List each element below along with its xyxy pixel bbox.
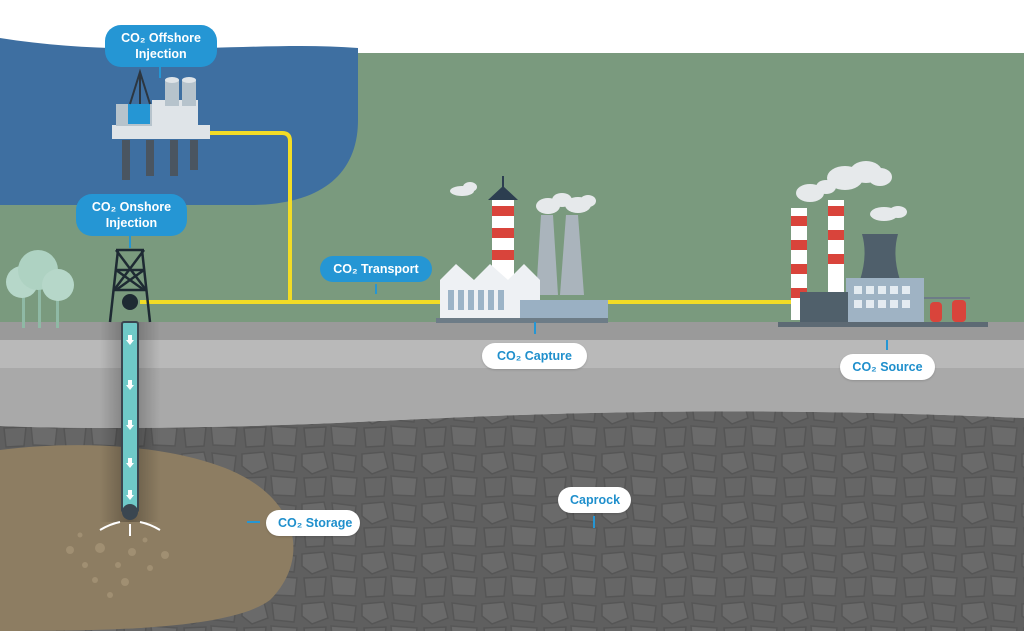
trees	[6, 250, 74, 328]
subsoil-layer-2	[0, 368, 1024, 428]
offshore-platform	[112, 68, 210, 180]
caprock-label: Caprock	[558, 487, 631, 513]
capture-label: CO₂ Capture	[482, 343, 587, 369]
well-flow-arrows	[126, 335, 134, 500]
capture-plant	[436, 176, 608, 323]
source-power-plant	[778, 200, 988, 327]
onshore-injection-label: CO₂ Onshore Injection	[76, 194, 187, 236]
onshore-label-line1: CO₂ Onshore	[91, 200, 172, 214]
transport-label: CO₂ Transport	[320, 256, 432, 282]
offshore-label-line1: CO₂ Offshore	[121, 31, 201, 45]
source-label: CO₂ Source	[840, 354, 935, 380]
wellhead	[122, 294, 138, 310]
clouds	[450, 161, 907, 221]
offshore-label-line2: Injection	[135, 47, 187, 61]
storage-label: CO₂ Storage	[266, 510, 360, 536]
onshore-label-line2: Injection	[105, 216, 158, 230]
co2-bubbles	[66, 532, 169, 598]
dispersal-arrows	[99, 521, 161, 536]
injection-well	[121, 321, 139, 513]
topsoil-layer	[0, 322, 1024, 344]
onshore-derrick	[108, 248, 152, 323]
well-bottom	[122, 504, 138, 520]
label-leaders	[129, 66, 888, 528]
storage-reservoir	[0, 445, 294, 631]
offshore-pipeline	[210, 131, 292, 302]
offshore-injection-label: CO₂ Offshore Injection	[105, 25, 217, 67]
